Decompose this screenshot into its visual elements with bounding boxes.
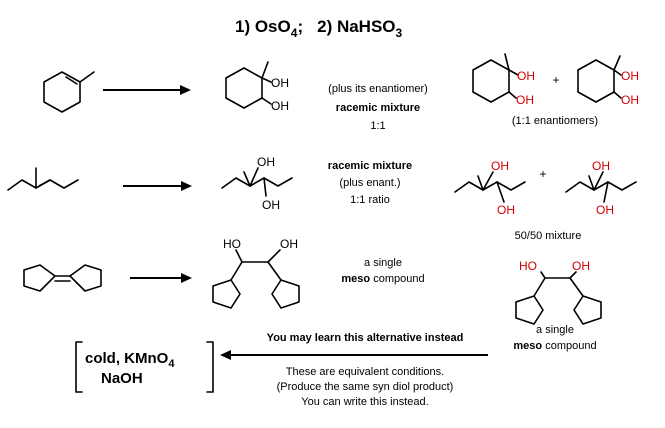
enantiomer-b: OH OH — [577, 55, 639, 107]
enantiomers-caption: (1:1 enantiomers) — [512, 115, 598, 127]
oh-label: OH — [262, 198, 280, 212]
racemic-label: racemic mixture — [336, 102, 420, 114]
row3-right-notes: a single meso compound — [513, 324, 596, 352]
ratio-label: 1:1 ratio — [350, 194, 390, 206]
oh-label: OH — [592, 159, 610, 173]
stereoisomer-b: OH OH — [565, 159, 637, 217]
reagent-line-1: cold, KMnO4 — [85, 350, 175, 370]
meso-label: meso compound — [341, 273, 424, 285]
product-meso-diol: HO OH — [212, 237, 300, 309]
alternative-header: You may learn this alternative instead — [267, 332, 464, 344]
enantiomer-note: (plus enant.) — [339, 177, 400, 189]
product-cyclohexanediol: OH OH — [225, 61, 289, 113]
single-label: a single — [536, 324, 574, 336]
oh-label: OH — [596, 203, 614, 217]
note-line-3: You can write this instead. — [301, 396, 428, 408]
reaction-arrow-1 — [103, 85, 191, 95]
oh-label: OH — [271, 76, 289, 90]
enantiomer-note: (plus its enantiomer) — [328, 83, 428, 95]
plus-sign: + — [552, 73, 559, 87]
oh-label: OH — [497, 203, 515, 217]
oh-label: OH — [621, 69, 639, 83]
alternative-reagent-box: cold, KMnO4 NaOH — [75, 341, 214, 393]
oh-label: OH — [621, 93, 639, 107]
oh-label: OH — [572, 259, 590, 273]
reactant-methylhexene — [7, 167, 79, 191]
row3-notes: a single meso compound — [341, 257, 424, 285]
meso-label: meso compound — [513, 340, 596, 352]
stereoisomer-a: OH OH — [454, 159, 526, 217]
row2-notes: racemic mixture (plus enant.) 1:1 ratio — [328, 160, 412, 206]
enantiomer-a: OH OH — [472, 53, 535, 107]
ho-label: HO — [519, 259, 537, 273]
product-hexanediol: OH OH — [221, 155, 293, 212]
note-line-1: These are equivalent conditions. — [286, 366, 444, 378]
ho-label: HO — [223, 237, 241, 251]
reactant-bicyclopentylidene — [23, 264, 102, 292]
oh-label: OH — [491, 159, 509, 173]
oh-label: OH — [280, 237, 298, 251]
racemic-label: racemic mixture — [328, 160, 412, 172]
oh-label: OH — [516, 93, 534, 107]
alternative-arrow — [220, 350, 488, 360]
reaction-arrow-2 — [123, 181, 192, 191]
reagent-title: 1) OsO4;2) NaHSO3 — [235, 17, 403, 40]
note-line-2: (Produce the same syn diol product) — [277, 381, 454, 393]
reagent-line-2: NaOH — [101, 370, 143, 387]
oh-label: OH — [257, 155, 275, 169]
mixture-caption: 50/50 mixture — [515, 230, 582, 242]
plus-sign: + — [539, 167, 546, 181]
row1-notes: (plus its enantiomer) racemic mixture 1:… — [328, 83, 428, 132]
reaction-arrow-3 — [130, 273, 192, 283]
equivalence-note: These are equivalent conditions. (Produc… — [277, 366, 454, 408]
single-label: a single — [364, 257, 402, 269]
reactant-methylcyclohexene — [43, 71, 95, 113]
oh-label: OH — [271, 99, 289, 113]
oh-label: OH — [517, 69, 535, 83]
meso-structure: HO OH — [515, 259, 602, 325]
ratio-label: 1:1 — [370, 120, 385, 132]
